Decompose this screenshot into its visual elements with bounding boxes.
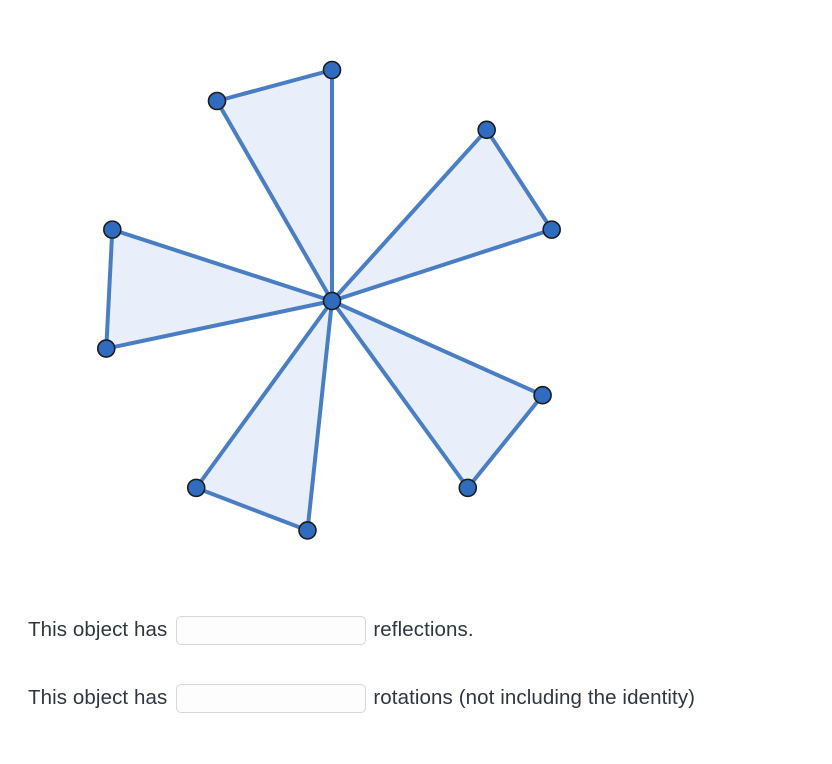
pinwheel-blade [104,227,334,351]
pinwheel-blade [215,68,334,303]
node-center [322,291,342,311]
pinwheel-blade [330,127,554,303]
rotations-trail-label: rotations (not including the identity) [373,685,696,709]
pinwheel-blade [194,299,334,533]
node-blade-tip [186,478,206,498]
reflections-trail-label: reflections. [373,617,474,641]
pinwheel-blade [330,299,545,490]
node-blade-corner [533,385,552,405]
reflections-input[interactable] [176,615,367,645]
node-blade-corner [298,521,317,540]
reflections-lead-label: This object has [28,617,168,641]
node-blade-corner [207,91,227,111]
node-blade-tip [322,60,342,80]
node-blade-tip [103,220,122,239]
questions-section: This object has reflections. This object… [0,596,832,732]
node-blade-tip [458,478,478,498]
node-blade-corner [96,339,116,358]
reflections-question-row: This object has reflections. [0,596,832,664]
node-blade-corner [477,120,496,140]
rotations-input[interactable] [176,683,367,713]
pinwheel-figure [96,60,561,540]
node-blade-tip [542,220,561,239]
figure-area [96,60,561,540]
rotations-lead-label: This object has [28,685,168,709]
rotations-question-row: This object has rotations (not including… [0,664,832,732]
